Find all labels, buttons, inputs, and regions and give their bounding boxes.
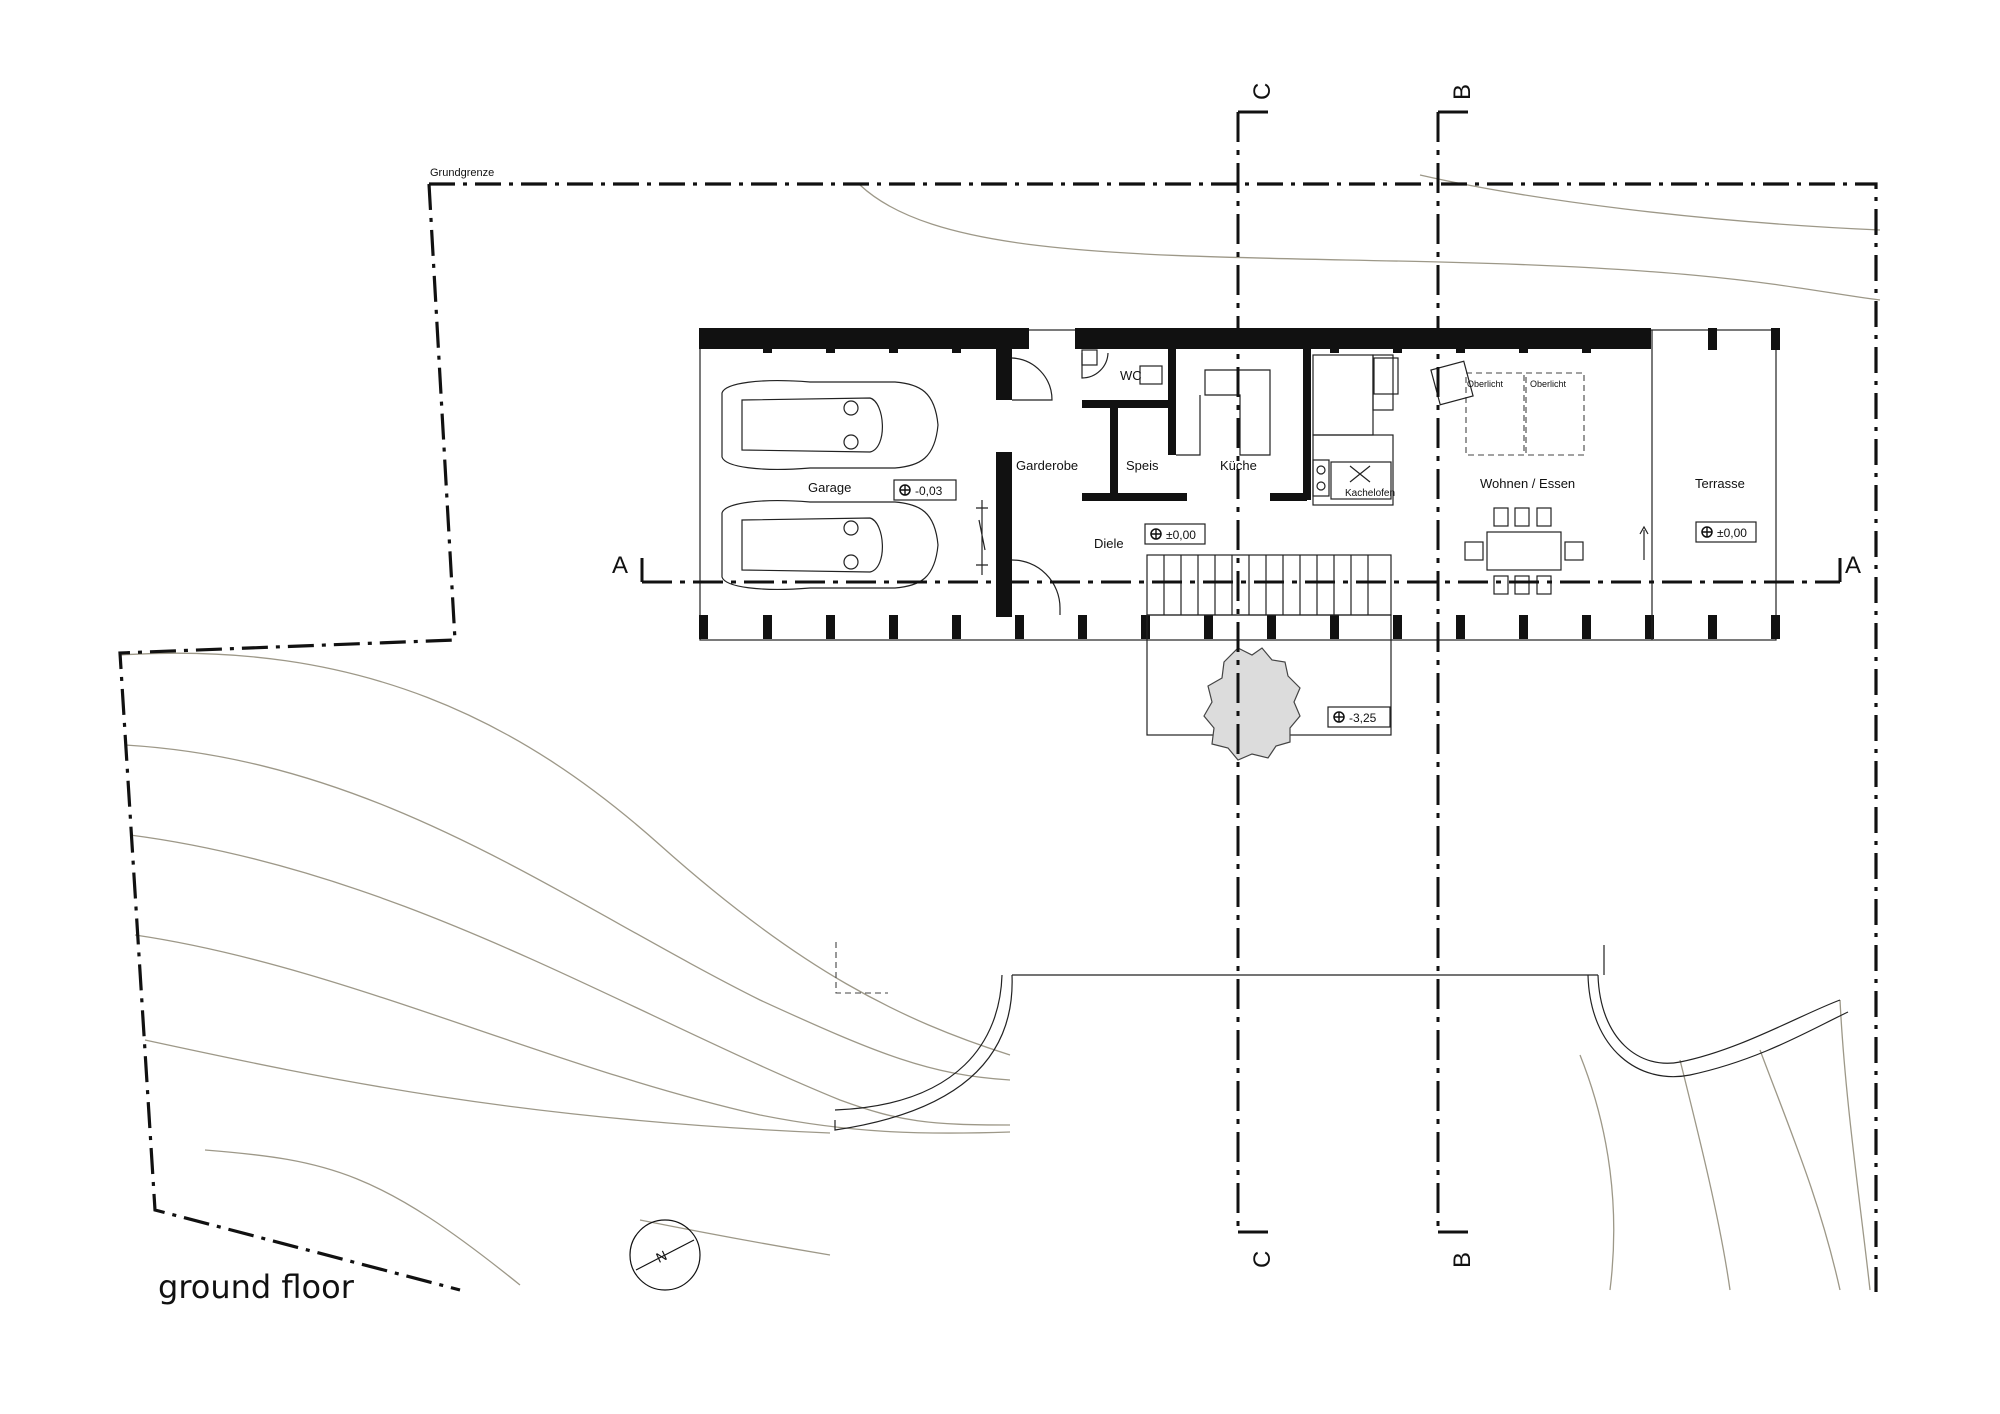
north-wall-teeth [763, 345, 1591, 353]
boundary-label: Grundgrenze [430, 167, 494, 179]
road-edges [834, 942, 1849, 1131]
north-label: N [653, 1247, 669, 1266]
room-wc: WC [1120, 368, 1142, 383]
north-wall-west [699, 328, 1029, 349]
terrain-contours [119, 174, 1881, 1291]
room-garage: Garage [808, 480, 851, 495]
north-arrow: N [629, 1219, 701, 1291]
skylight-2-label: Oberlicht [1530, 379, 1567, 389]
level-terrasse: ±0,00 [1717, 526, 1747, 540]
section-c-top: C [1249, 83, 1276, 100]
level-marker-terrasse: ±0,00 [1695, 521, 1757, 543]
section-b-bottom: B [1449, 1252, 1476, 1268]
car-1 [721, 380, 939, 470]
south-wall-posts [699, 615, 1780, 639]
level-outside: -3,25 [1349, 711, 1377, 725]
section-a-right: A [1845, 552, 1861, 579]
room-speis: Speis [1126, 458, 1159, 473]
north-wall-mid [1075, 328, 1303, 349]
room-terrasse: Terrasse [1695, 476, 1745, 491]
room-kueche: Küche [1220, 458, 1257, 473]
room-garderobe: Garderobe [1016, 458, 1078, 473]
section-c-bottom: C [1249, 1251, 1276, 1268]
level-diele: ±0,00 [1166, 528, 1196, 542]
level-marker-diele: ±0,00 [1144, 523, 1206, 545]
dining-table [1464, 507, 1584, 595]
drawing-title: ground floor [158, 1268, 354, 1306]
tree [1203, 647, 1301, 761]
room-diele: Diele [1094, 536, 1124, 551]
skylight-1-label: Oberlicht [1467, 379, 1504, 389]
property-boundary [118, 182, 1878, 1292]
section-lines [640, 110, 1842, 1234]
staircase [1146, 554, 1392, 616]
north-wall-east [1270, 328, 1651, 349]
room-wohnen: Wohnen / Essen [1480, 476, 1575, 491]
garage-wall-upper [996, 345, 1012, 400]
kachelofen-label: Kachelofen [1345, 488, 1395, 499]
section-a-left: A [612, 552, 628, 579]
garage-wall-lower [996, 452, 1012, 617]
section-b-top: B [1449, 84, 1476, 100]
car-2 [721, 500, 939, 590]
bicycle [976, 500, 988, 575]
level-garage: -0,03 [915, 484, 943, 498]
building [699, 328, 1780, 736]
level-marker-garage: -0,03 [893, 479, 957, 501]
level-marker-outside: -3,25 [1327, 706, 1391, 728]
